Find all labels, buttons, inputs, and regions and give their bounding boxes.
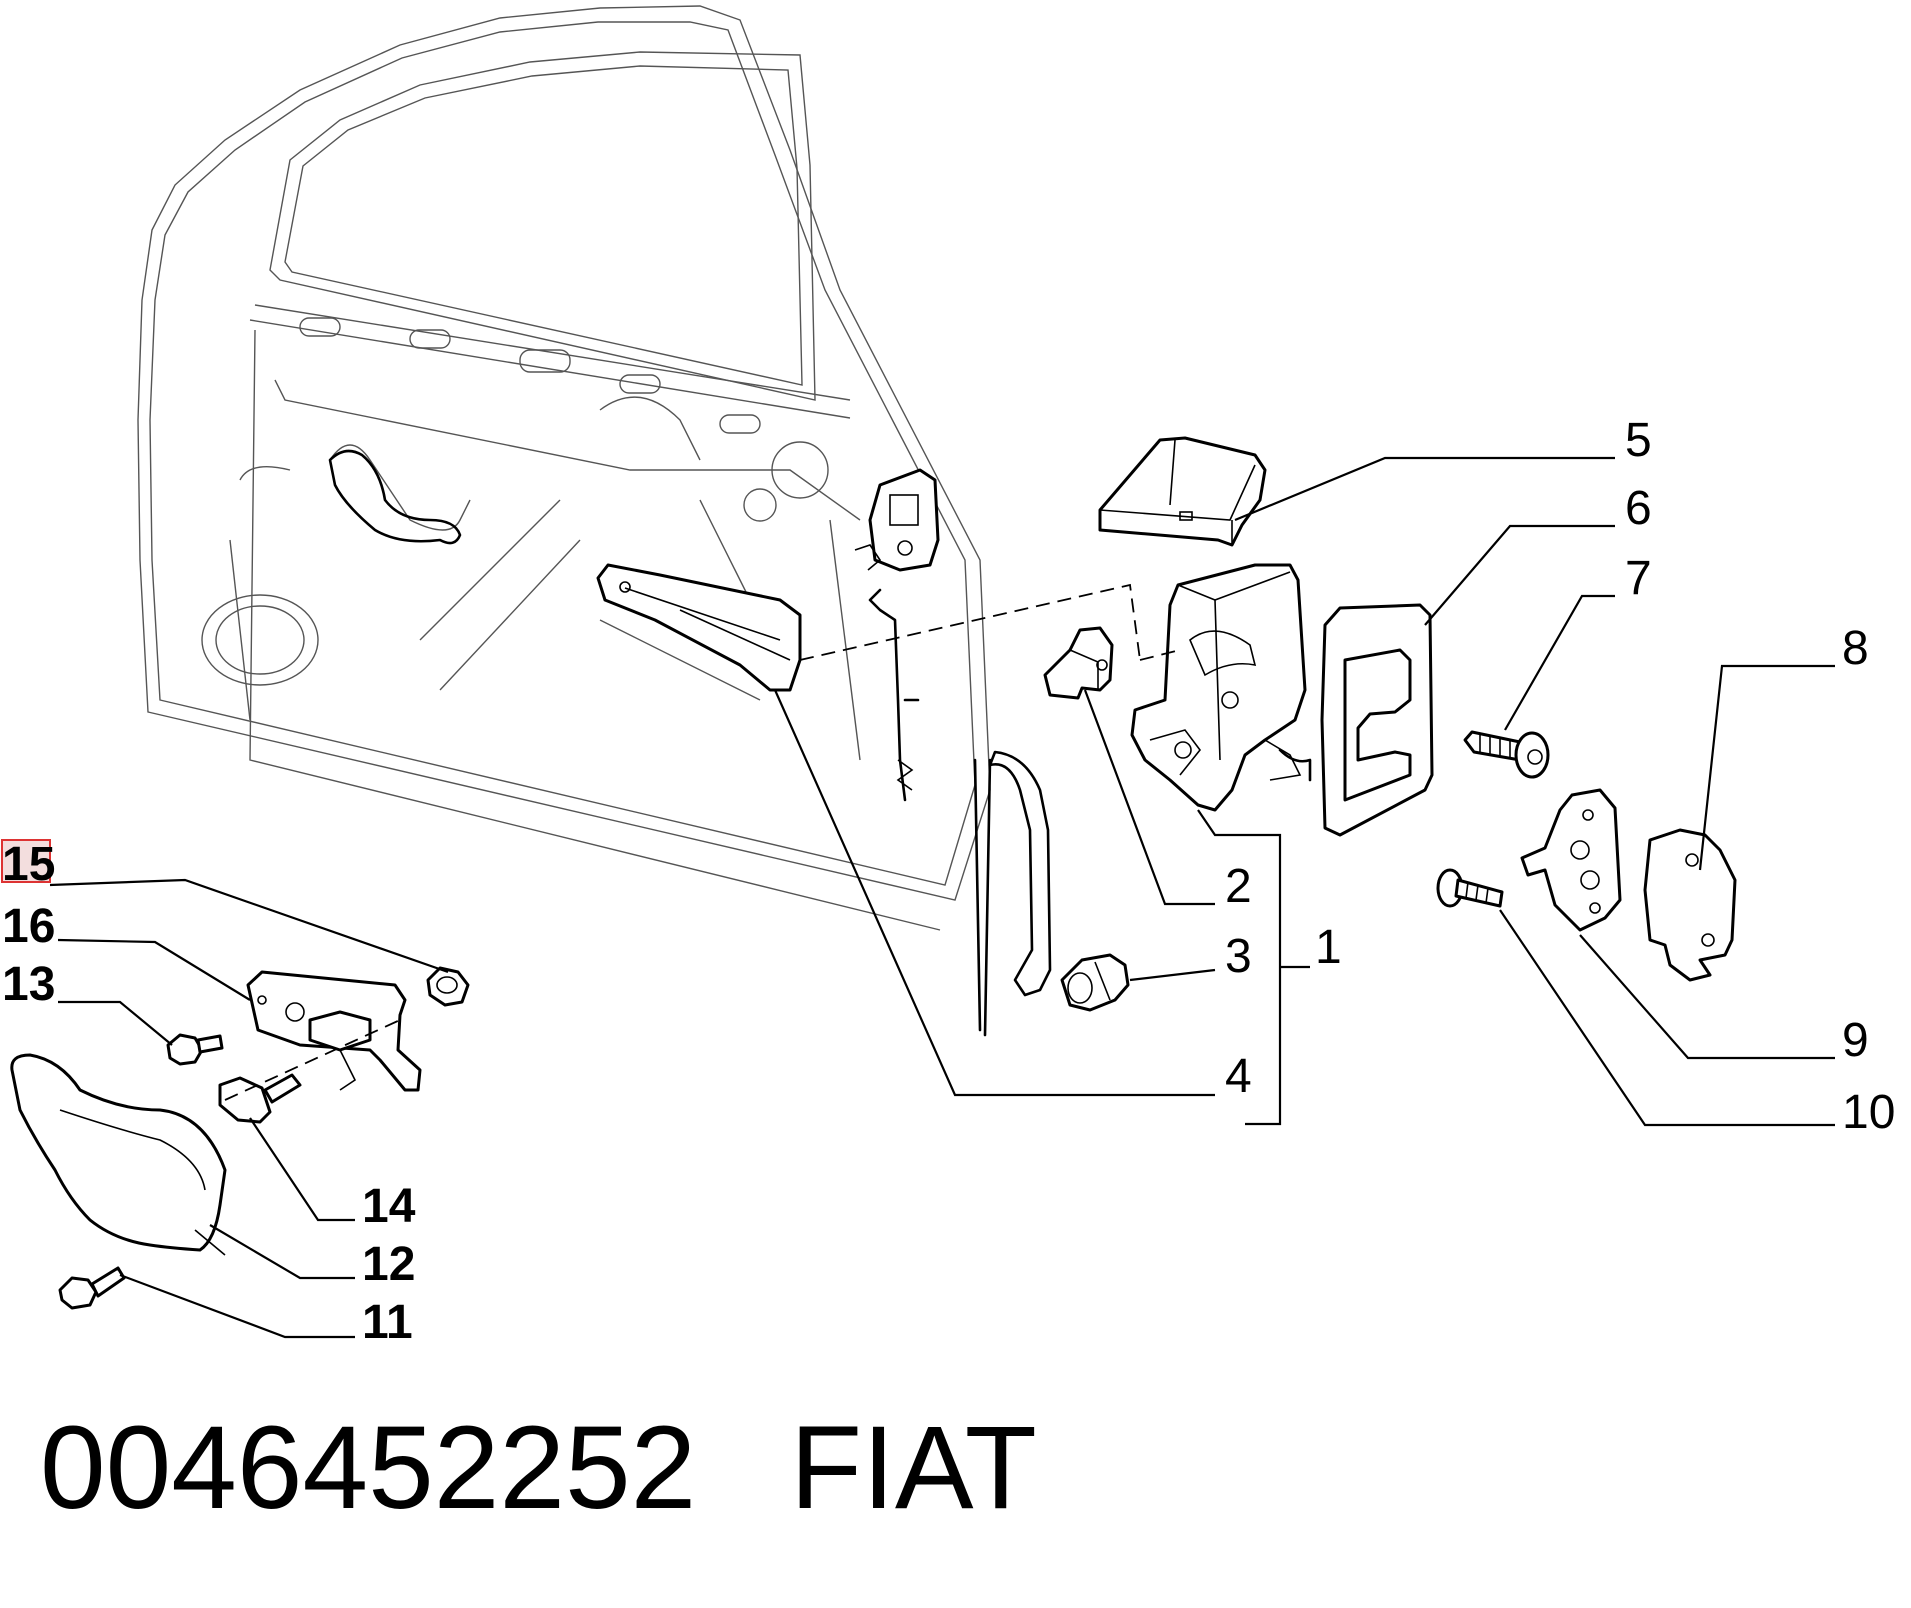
callout-2: 2 — [1225, 860, 1252, 913]
clip-part-14 — [218, 1073, 302, 1124]
bracket-part-16 — [246, 970, 422, 1092]
callout-1: 1 — [1315, 921, 1342, 974]
lock-cylinder-part-3 — [1060, 953, 1130, 1012]
callout-4: 4 — [1225, 1050, 1252, 1103]
brand-name: FIAT — [790, 1402, 1037, 1534]
outside-rod — [973, 750, 1052, 1037]
footer: 0046452252 FIAT — [40, 1402, 1037, 1534]
alignment-lines — [224, 583, 1181, 1101]
nut-part-15 — [426, 966, 470, 1007]
exterior-handle-part-4 — [596, 563, 802, 692]
door-latch-in-frame — [854, 468, 940, 802]
callout-labels: 5 6 7 8 9 10 2 3 1 4 15 16 13 14 12 11 — [1, 414, 1895, 1349]
leader-lines — [49, 456, 1835, 1339]
door-lock-part-1 — [1130, 563, 1312, 812]
callout-13: 13 — [2, 958, 55, 1011]
callout-8: 8 — [1842, 622, 1869, 675]
callout-9: 9 — [1842, 1014, 1869, 1067]
door-shell — [137, 5, 991, 931]
callout-15: 15 — [2, 838, 55, 891]
callout-7: 7 — [1625, 552, 1652, 605]
gasket-part-8 — [1643, 828, 1737, 982]
callout-10: 10 — [1842, 1086, 1895, 1139]
bolt-part-13 — [166, 1033, 224, 1066]
part-number: 0046452252 — [40, 1402, 696, 1534]
clip-part-2 — [1043, 626, 1114, 700]
screw-part-11 — [58, 1266, 126, 1310]
callout-14: 14 — [362, 1180, 416, 1233]
latch-cover-part-5 — [1098, 436, 1267, 547]
callout-3: 3 — [1225, 930, 1252, 983]
callout-5: 5 — [1625, 414, 1652, 467]
bolt-part-7 — [1463, 730, 1550, 779]
callout-6: 6 — [1625, 482, 1652, 535]
callout-11: 11 — [362, 1296, 413, 1349]
callout-15-highlight — [1, 839, 51, 883]
interior-handle-part-12 — [10, 1053, 227, 1256]
striker-plate-part-9 — [1520, 788, 1622, 932]
screw-part-10 — [1436, 868, 1504, 908]
callout-12: 12 — [362, 1238, 415, 1291]
seal-part-6 — [1320, 603, 1434, 837]
callout-16: 16 — [2, 900, 55, 953]
